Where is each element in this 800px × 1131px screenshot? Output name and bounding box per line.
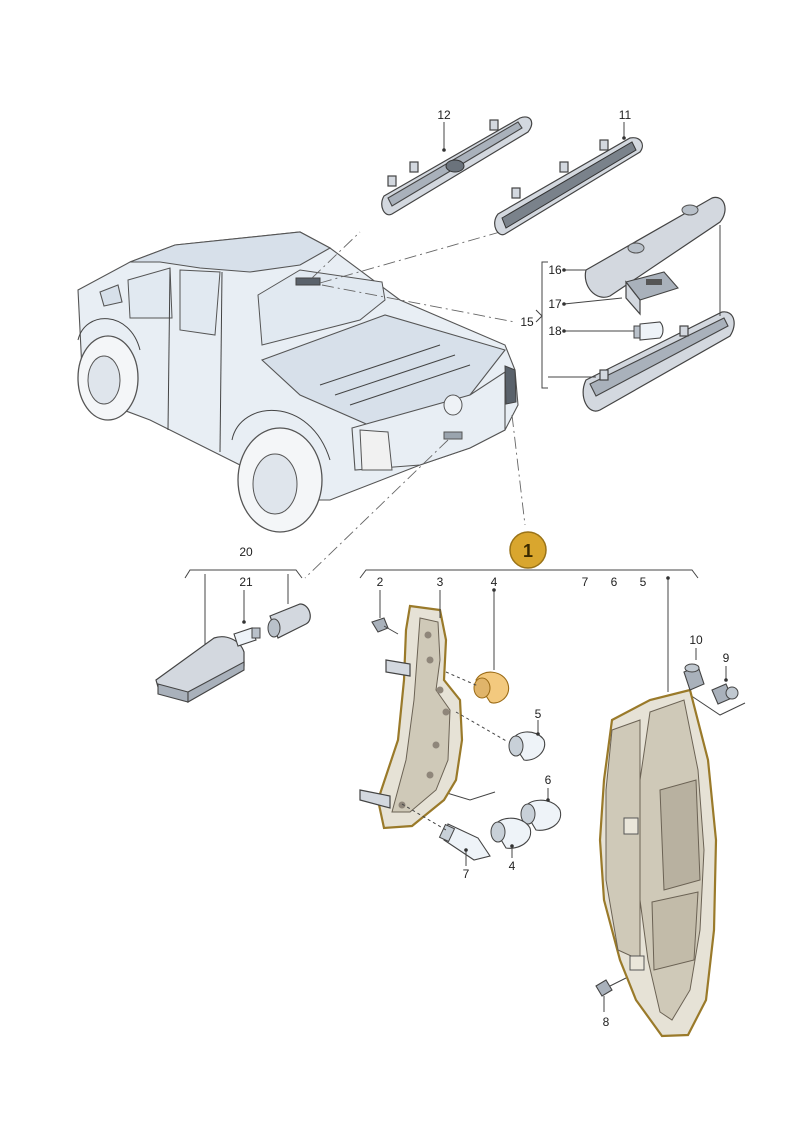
- bulb-4-amber: [445, 590, 510, 704]
- callout-7-top: 7: [582, 575, 589, 589]
- callout-1: 1: [523, 541, 533, 561]
- callout-12: 12: [437, 108, 451, 122]
- leader-lines: [304, 231, 746, 801]
- part-11-brake-light-lens: [494, 122, 643, 236]
- callout-10: 10: [689, 633, 703, 647]
- callout-3: 3: [437, 575, 444, 589]
- callout-17: 17: [548, 297, 562, 311]
- callout-21: 21: [239, 575, 253, 589]
- callout-badge-1: [509, 531, 547, 569]
- callout-11: 11: [619, 108, 632, 122]
- license-plate-lamp-group: [155, 574, 311, 703]
- screw-2: [371, 590, 399, 635]
- part-10-grommet: [683, 648, 705, 691]
- part-9-screw: [711, 666, 739, 705]
- bulb-6: [520, 788, 562, 831]
- callout-9: 9: [723, 651, 730, 665]
- truck-illustration: [77, 231, 519, 533]
- callout-16: 16: [548, 263, 562, 277]
- part-group-15: [535, 196, 735, 412]
- callout-5: 5: [535, 707, 542, 721]
- callout-4-top: 4: [491, 575, 498, 589]
- bulb-4: [490, 817, 532, 858]
- bulb-7: [401, 803, 491, 866]
- callout-6-top: 6: [611, 575, 618, 589]
- part-12-third-brake-light: [381, 116, 533, 216]
- screw-8: [595, 977, 627, 1012]
- callout-8: 8: [603, 1015, 610, 1029]
- bulb-carrier: [359, 590, 464, 830]
- callout-5-top: 5: [640, 575, 647, 589]
- callout-2: 2: [377, 575, 384, 589]
- callout-4: 4: [509, 859, 516, 873]
- callout-18: 18: [548, 324, 562, 338]
- bulb-5: [455, 711, 546, 761]
- callout-15: 15: [520, 315, 534, 329]
- callout-6: 6: [545, 773, 552, 787]
- tail-lamp-housing: [598, 578, 718, 1038]
- callout-7: 7: [463, 867, 470, 881]
- callout-20: 20: [239, 545, 253, 559]
